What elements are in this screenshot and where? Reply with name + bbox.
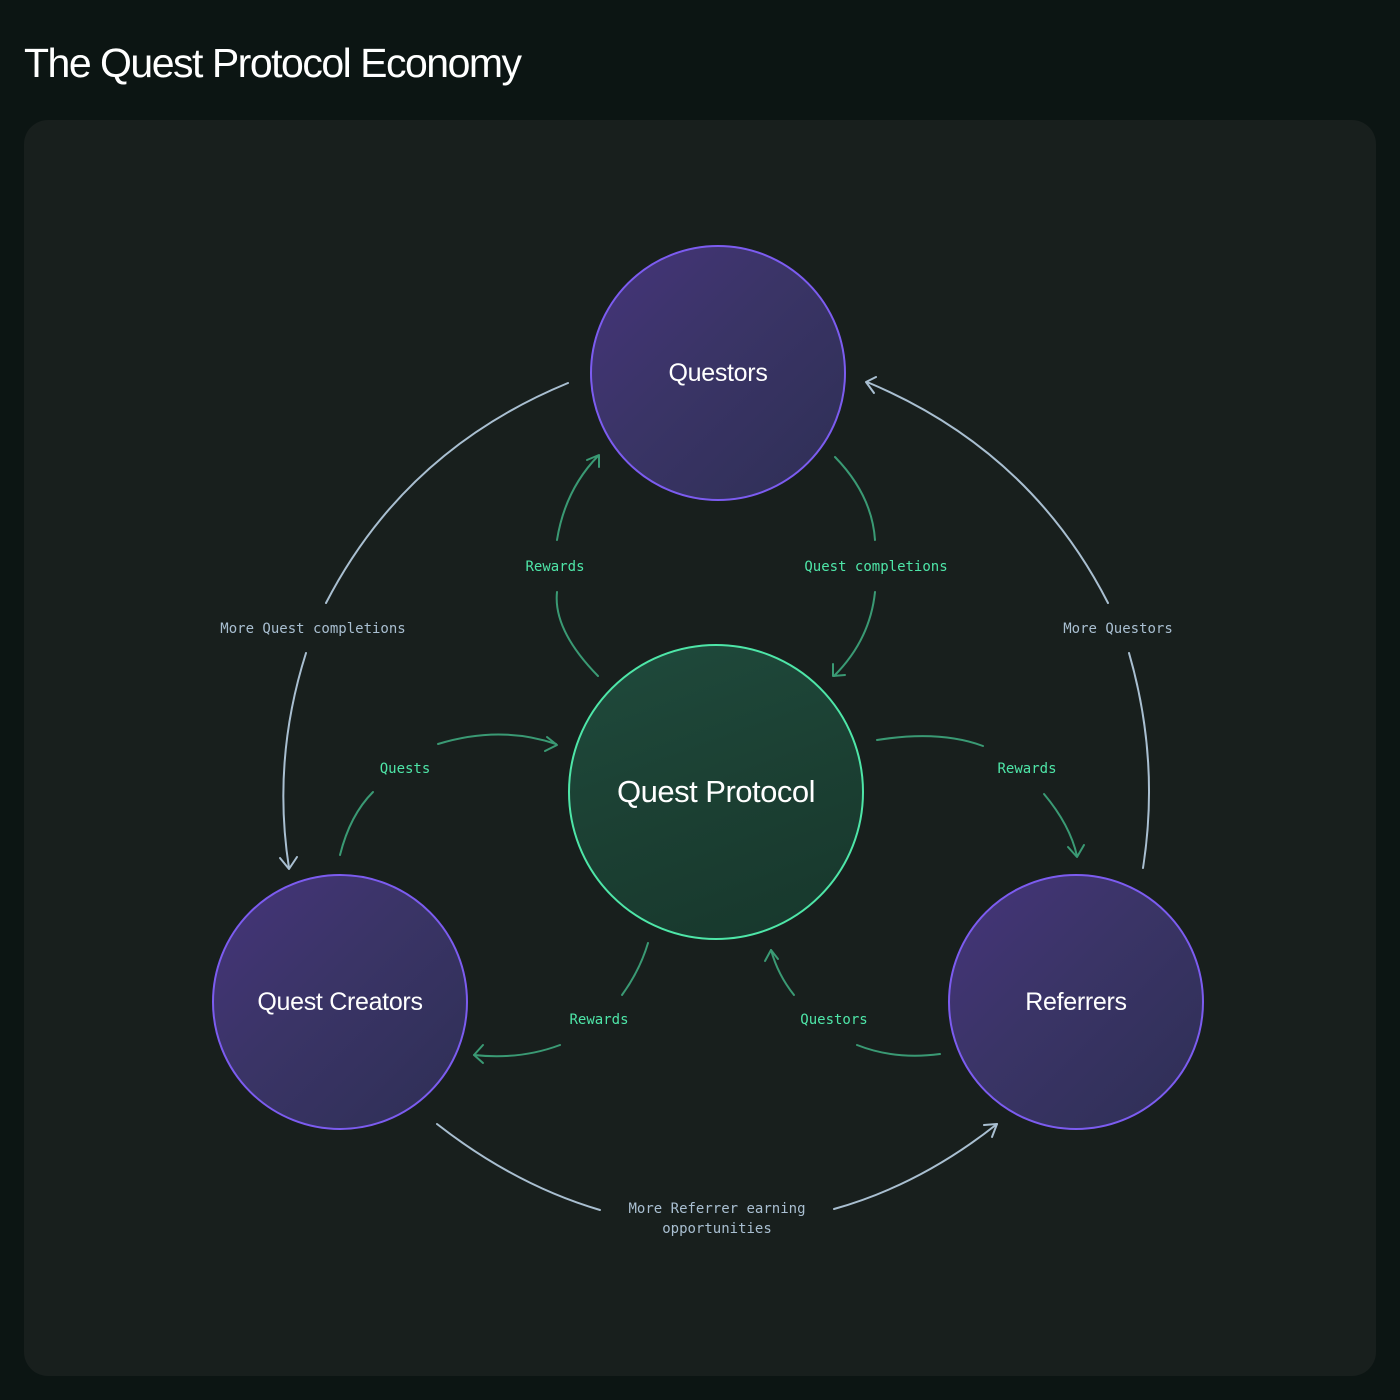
arrow-more-questors [866, 381, 1109, 604]
flow-label-questors-from-referrers: Questors [800, 1012, 868, 1028]
arrow-head [983, 1123, 998, 1138]
arrow-head [473, 1044, 484, 1064]
arrow-quests [339, 791, 374, 856]
arrow-more-referrer-earning [436, 1123, 601, 1211]
referrers-label: Referrers [1025, 987, 1127, 1016]
arrow-head [1067, 844, 1085, 858]
arrow-more-quest-completions [282, 652, 307, 869]
arrow-more-quest-completions [325, 382, 569, 604]
arrow-more-questors [1128, 652, 1150, 869]
questors-node: Questors [590, 245, 846, 501]
arrow-rewards-to-referrers [1043, 793, 1078, 857]
arrow-rewards-to-questors [556, 455, 599, 541]
flow-label-quest-completions: Quest completions [804, 559, 948, 575]
flow-label-more-referrer-earning: More Referrer earning opportunities [628, 1201, 806, 1237]
arrow-head [865, 376, 877, 394]
arrow-rewards-to-referrers [876, 735, 984, 747]
arrow-rewards-to-creators [621, 942, 649, 996]
arrow-head [544, 736, 558, 752]
arrow-rewards-to-questors [555, 591, 599, 677]
questors-label: Questors [668, 358, 768, 387]
referrers-node: Referrers [948, 874, 1204, 1130]
quest-creators-node: Quest Creators [212, 874, 468, 1130]
arrow-quest-completions [834, 456, 876, 541]
arrow-more-referrer-earning [833, 1123, 998, 1210]
quest-creators-label: Quest Creators [257, 987, 423, 1016]
flow-label-more-quest-completions: More Quest completions [220, 621, 406, 637]
quest-protocol-node: Quest Protocol [568, 644, 864, 940]
flow-label-quests: Quests [379, 761, 431, 777]
arrow-head [764, 949, 779, 962]
arrow-head [832, 663, 846, 677]
flow-label-rewards-to-questors: Rewards [525, 559, 585, 575]
arrow-questors-from-referrers [770, 949, 795, 996]
arrow-questors-from-referrers [856, 1044, 941, 1057]
arrow-quest-completions [833, 591, 876, 677]
arrow-head [279, 856, 298, 870]
flow-label-rewards-to-creators: Rewards [569, 1012, 629, 1028]
arrow-head [586, 454, 600, 468]
arrow-quests [437, 733, 557, 745]
flow-label-rewards-to-referrers: Rewards [997, 761, 1057, 777]
arrow-rewards-to-creators [473, 1044, 561, 1058]
page-title: The Quest Protocol Economy [24, 40, 522, 86]
quest-protocol-label: Quest Protocol [616, 774, 816, 809]
flow-label-more-questors: More Questors [1063, 621, 1173, 637]
